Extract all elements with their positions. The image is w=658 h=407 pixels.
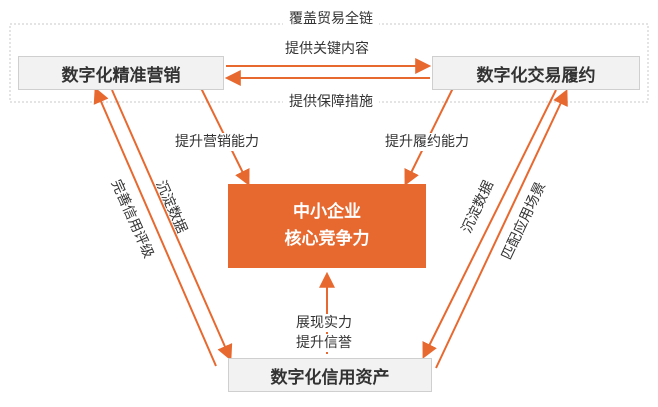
label-show-strength: 展现实力 — [296, 314, 352, 332]
arrow-credit-to-trade — [435, 89, 568, 369]
label-provide-security: 提供保障措施 — [283, 93, 379, 111]
node-digital-credit: 数字化信用资产 — [228, 358, 432, 392]
label-boost-marketing: 提升营销能力 — [175, 133, 259, 151]
arrow-credit-to-marketing — [93, 87, 217, 367]
label-boost-reputation: 提升信誉 — [296, 334, 352, 352]
label-boost-fulfillment: 提升履约能力 — [385, 133, 469, 151]
arrow-trade-to-credit — [422, 89, 557, 359]
node-digital-trade: 数字化交易履约 — [432, 56, 640, 90]
label-cover-trade-chain: 覆盖贸易全链 — [283, 10, 379, 28]
core-line-1: 中小企业 — [293, 202, 361, 222]
node-digital-marketing: 数字化精准营销 — [18, 56, 224, 90]
trade-chain-dashed-frame — [9, 23, 649, 103]
label-provide-key-content: 提供关键内容 — [285, 40, 369, 58]
core-line-2: 核心竞争力 — [284, 229, 370, 249]
arrow-marketing-to-credit — [111, 89, 233, 361]
node-sme-core-competitiveness: 中小企业 核心竞争力 — [228, 184, 426, 268]
